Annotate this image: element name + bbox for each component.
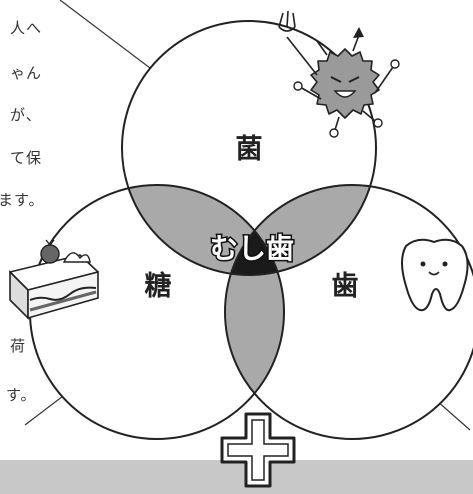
- text-fragment: て保: [10, 149, 43, 167]
- smiling-tooth-icon: [401, 238, 469, 312]
- plus-sign-icon: [220, 412, 296, 488]
- germ-devil-icon: [278, 10, 400, 138]
- text-fragment: 荷: [10, 337, 27, 355]
- bacteria-label: 菌: [236, 134, 263, 165]
- overlap-bacteria-tooth: [225, 185, 376, 275]
- text-fragment: 人へ: [10, 19, 43, 37]
- text-fragment: す。: [6, 386, 37, 404]
- sugar-label: 糖: [145, 270, 172, 302]
- cake-slice-icon: [9, 239, 99, 320]
- text-fragment: が、: [10, 106, 42, 124]
- text-fragment: ゃん: [10, 64, 43, 82]
- overlap-bacteria-sugar: [122, 185, 284, 275]
- tooth-label: 歯: [332, 271, 359, 302]
- text-fragment: ます。: [0, 191, 45, 209]
- cavity-label: むし歯: [210, 232, 294, 265]
- bottom-band: [0, 460, 473, 494]
